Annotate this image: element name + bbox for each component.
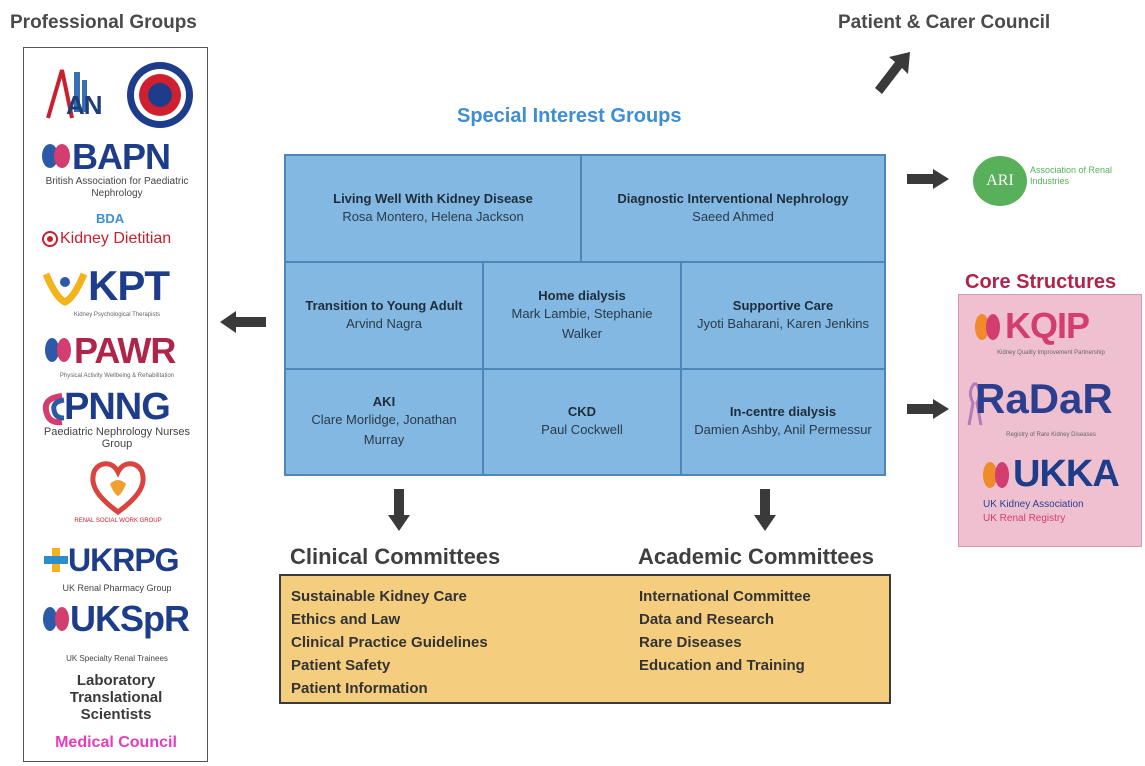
kpt-icon xyxy=(42,268,88,308)
arrow-down-icon xyxy=(386,487,412,533)
renal-social-work-label: RENAL SOCIAL WORK GROUP xyxy=(74,518,162,524)
sig-title: CKD xyxy=(567,404,597,419)
uk-renal-registry: UK Renal Registry xyxy=(983,513,1066,524)
core-structures-panel: KQIP Kidney Quality Improvement Partners… xyxy=(958,294,1142,547)
pnng-name: PNNG xyxy=(64,386,171,428)
professional-groups-panel: AN BAPN British Association for Paediatr… xyxy=(23,47,208,762)
arrow-down-icon xyxy=(752,487,778,533)
ukka-name: UKKA xyxy=(1013,453,1120,495)
professional-groups-heading: Professional Groups xyxy=(10,12,197,33)
sig-leads: Rosa Montero, Helena Jackson xyxy=(342,208,524,224)
pawr-subtitle: Physical Activity Wellbeing & Rehabilita… xyxy=(59,373,175,379)
clinical-committee-item: Clinical Practice Guidelines xyxy=(291,634,488,651)
sig-cell: In-centre dialysis Damien Ashby, Anil Pe… xyxy=(681,369,885,475)
bapn-subtitle: British Association for Paediatric Nephr… xyxy=(45,176,189,199)
sig-cell: Diagnostic Interventional Nephrology Sae… xyxy=(581,155,885,262)
clinical-committee-item: Patient Information xyxy=(291,680,428,697)
kpt-name: KPT xyxy=(88,262,170,309)
sig-title: Supportive Care xyxy=(732,297,834,313)
sig-cell: AKI Clare Morlidge, Jonathan Murray xyxy=(285,369,483,475)
clinical-committee-item: Sustainable Kidney Care xyxy=(291,588,467,605)
ukrpg-name: UKRPG xyxy=(68,542,180,578)
bapn-name: BAPN xyxy=(72,136,171,177)
sig-leads: Jyoti Baharani, Karen Jenkins xyxy=(697,315,869,331)
ukspr-name: UKSpR xyxy=(70,598,190,639)
sig-title: Living Well With Kidney Disease xyxy=(333,190,533,206)
sig-title: Diagnostic Interventional Nephrology xyxy=(617,190,849,206)
laboratory-translational-scientists: Laboratory Translational Scientists xyxy=(69,672,163,723)
ukka-subtitle: UK Kidney Association xyxy=(983,499,1084,510)
bda-icon xyxy=(42,231,58,247)
arrow-left-icon xyxy=(218,309,268,335)
sig-leads: Mark Lambie, Stephanie Walker xyxy=(511,305,653,341)
bapn-icon xyxy=(40,140,72,170)
sig-leads: Saeed Ahmed xyxy=(692,208,774,224)
ukspr-icon xyxy=(42,604,70,634)
sig-title: Transition to Young Adult xyxy=(305,297,463,313)
sig-title: In-centre dialysis xyxy=(729,404,837,419)
sig-title: Home dialysis xyxy=(538,287,626,303)
patient-carer-council-heading: Patient & Carer Council xyxy=(838,12,1051,33)
pnng-icon xyxy=(42,392,66,426)
clinical-committee-item: Ethics and Law xyxy=(291,611,401,628)
bda-label: BDA xyxy=(96,211,125,226)
pawr-name: PAWR xyxy=(74,330,176,371)
arrow-right-icon xyxy=(905,397,951,421)
arrow-up-right-icon xyxy=(872,50,912,96)
kqip-name: KQIP xyxy=(1005,305,1090,346)
special-interest-groups-heading: Special Interest Groups xyxy=(457,105,682,127)
kidney-dietitian-name: Kidney Dietitian xyxy=(60,230,172,247)
pnng-subtitle: Paediatric Nephrology Nurses Group xyxy=(43,426,191,450)
sig-leads: Arvind Nagra xyxy=(346,315,422,331)
academic-committee-item: Data and Research xyxy=(639,611,775,628)
round-badge-logo xyxy=(125,60,195,130)
ann-logo: AN xyxy=(44,62,104,122)
core-structures-heading: Core Structures xyxy=(965,271,1117,293)
ari-badge: ARI xyxy=(986,172,1014,189)
kqip-subtitle: Kidney Quality Improvement Partnership xyxy=(997,350,1105,356)
renal-social-work-heart-icon xyxy=(88,458,148,516)
ari-logo: ARI xyxy=(972,155,1028,207)
ann-letters: AN xyxy=(66,90,103,120)
academic-committee-item: International Committee xyxy=(639,588,811,605)
kqip-icon xyxy=(973,311,1001,343)
ukspr-subtitle: UK Specialty Renal Trainees xyxy=(66,654,168,663)
academic-committees-heading: Academic Committees xyxy=(638,544,874,569)
sig-cell: Supportive Care Jyoti Baharani, Karen Je… xyxy=(681,262,885,369)
ari-name: Association of Renal Industries xyxy=(1030,165,1113,186)
sig-cell: Transition to Young Adult Arvind Nagra xyxy=(285,262,483,369)
arrow-right-icon xyxy=(905,167,951,191)
kpt-subtitle: Kidney Psychological Therapists xyxy=(73,312,161,318)
sig-cell: Home dialysis Mark Lambie, Stephanie Wal… xyxy=(483,262,681,369)
ukrpg-icon xyxy=(44,548,68,572)
clinical-committee-item: Patient Safety xyxy=(291,657,391,674)
clinical-committees-heading: Clinical Committees xyxy=(290,544,501,569)
academic-committee-item: Education and Training xyxy=(639,657,805,674)
sig-leads: Damien Ashby, Anil Permessur xyxy=(694,422,872,437)
sig-cell: CKD Paul Cockwell xyxy=(483,369,681,475)
sig-leads: Clare Morlidge, Jonathan Murray xyxy=(311,412,457,447)
ukrpg-subtitle: UK Renal Pharmacy Group xyxy=(62,583,172,593)
radar-subtitle: Registry of Rare Kidney Diseases xyxy=(1006,432,1096,438)
radar-name: RaDaR xyxy=(975,375,1113,422)
sig-title: AKI xyxy=(372,394,396,409)
ukka-icon xyxy=(981,459,1011,491)
sig-cell: Living Well With Kidney Disease Rosa Mon… xyxy=(285,155,581,262)
committees-box: Sustainable Kidney Care Ethics and Law C… xyxy=(279,574,891,704)
medical-council: Medical Council xyxy=(55,734,177,751)
special-interest-groups-grid: Living Well With Kidney Disease Rosa Mon… xyxy=(284,154,886,476)
pawr-icon xyxy=(44,335,72,365)
radar-ribbon-icon xyxy=(965,381,985,427)
academic-committee-item: Rare Diseases xyxy=(639,634,742,651)
sig-leads: Paul Cockwell xyxy=(541,422,623,437)
